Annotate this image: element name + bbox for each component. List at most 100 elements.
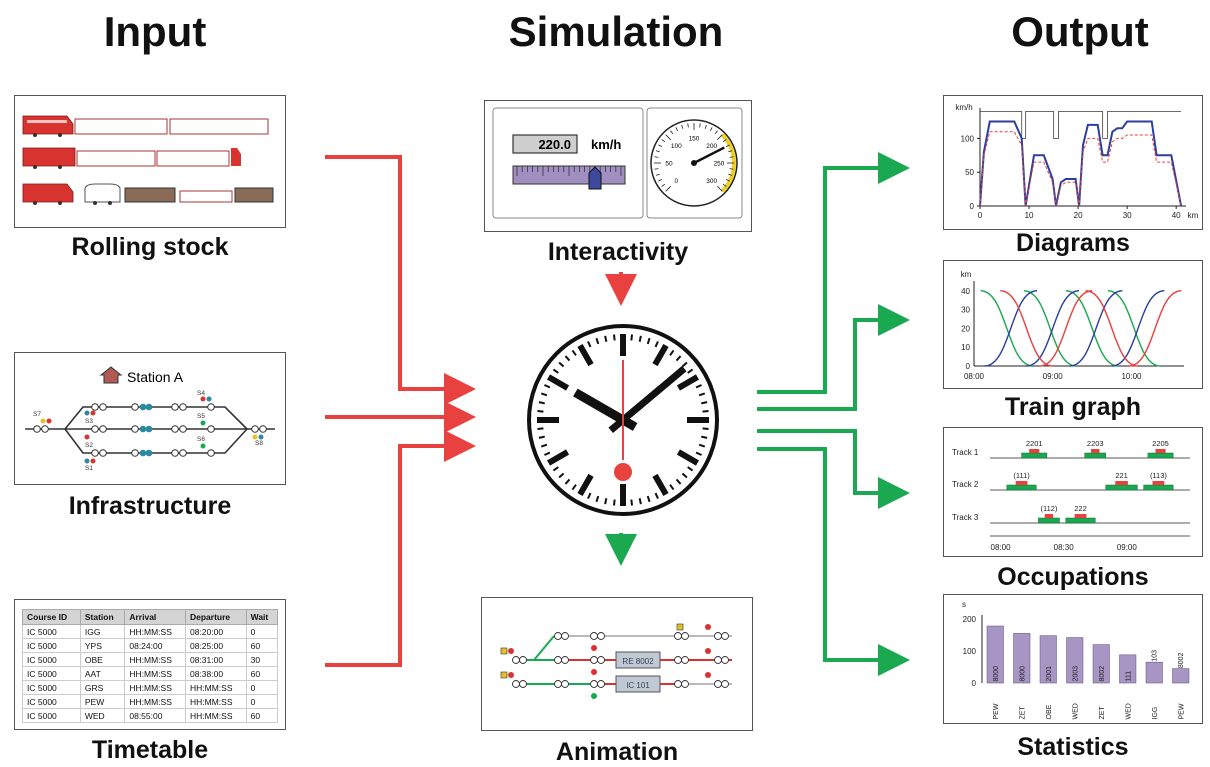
- arrow-diagrams: [757, 152, 910, 394]
- clock-minute-mark: [687, 368, 694, 374]
- occupation-label: 2201: [1026, 439, 1043, 448]
- gauge-tick: [687, 123, 689, 128]
- train-path: [1128, 290, 1182, 367]
- clock-minute-mark: [654, 341, 659, 348]
- station-label: Station A: [127, 369, 184, 385]
- table-cell: IGG: [79, 624, 126, 639]
- clock-minute-mark: [538, 401, 545, 405]
- gauge-tick: [658, 178, 663, 182]
- gauge-tick-label: 50: [665, 161, 673, 168]
- clock-minute-mark: [595, 495, 600, 503]
- y-tick-label: 100: [963, 647, 977, 656]
- train-path: [1111, 290, 1165, 367]
- gauge-tick: [717, 186, 723, 192]
- clock-hour-mark: [652, 344, 669, 367]
- occupation-block: [1143, 484, 1174, 491]
- gauge-tick: [722, 139, 727, 143]
- y-tick-label: 20: [961, 324, 970, 333]
- occupation-block: [1147, 452, 1174, 459]
- table-cell: 0: [245, 680, 279, 695]
- clock-hour-mark: [547, 374, 570, 391]
- x-tick-label: 08:00: [991, 543, 1012, 552]
- x-tick-label: 0: [978, 211, 983, 220]
- clock-minute-mark: [613, 499, 616, 506]
- clock-minute-mark: [537, 427, 544, 430]
- bar: [1145, 661, 1163, 684]
- table-cell: YPS: [79, 638, 126, 653]
- track-label: Track 2: [952, 480, 979, 489]
- clock-minute-mark: [613, 334, 616, 341]
- svg-text:S3: S3: [85, 418, 93, 425]
- rolling-stock-label: Rolling stock: [71, 233, 229, 261]
- table-cell: 08:31:00: [184, 652, 247, 667]
- train-wheels: [33, 133, 112, 205]
- gauge-tick-label: 100: [671, 143, 682, 150]
- clock-minute-mark: [564, 478, 571, 485]
- gauge-tick: [699, 123, 701, 128]
- rolling-stock-panel: [14, 95, 286, 228]
- gauge-tick: [658, 144, 663, 148]
- clock-minute-mark: [604, 335, 608, 342]
- occupation-label: (111): [1013, 471, 1030, 480]
- statistics-chart: s01002008000PEW8000ZET2001OBE2003WED8002…: [962, 600, 1190, 720]
- y-axis-label: km/h: [955, 103, 972, 112]
- clock-minute-mark: [695, 384, 702, 389]
- bar-label: 8000: [1019, 666, 1026, 682]
- x-tick-label: 10:00: [1121, 372, 1142, 381]
- y-tick-label: 0: [966, 362, 971, 371]
- x-tick-label: WED: [1072, 703, 1079, 719]
- gauge-tick: [725, 178, 730, 182]
- clock-minute-mark: [687, 466, 694, 472]
- x-tick-label: PEW: [1178, 703, 1185, 719]
- speed-value: 220.0: [538, 137, 571, 152]
- train-path: [1065, 290, 1119, 367]
- infrastructure-panel: Station A S7 S4 S3 S5 S2 S6 S8 S1: [14, 352, 286, 485]
- gauge-tick-label: 300: [706, 178, 717, 185]
- bar-label: 111: [1125, 671, 1132, 682]
- svg-text:S6: S6: [197, 436, 205, 443]
- table-cell: HH:MM:SS: [124, 680, 186, 695]
- gauge-tick: [728, 173, 733, 176]
- table-cell: 0: [245, 694, 279, 709]
- statistics-label: Statistics: [1017, 733, 1129, 761]
- platform-markers: [139, 403, 153, 457]
- table-cell: IC 5000: [22, 666, 81, 681]
- x-tick-label: PEW: [993, 703, 1000, 719]
- animation-panel: RE 8002 IC 101: [481, 597, 753, 731]
- table-cell: HH:MM:SS: [184, 694, 247, 709]
- clock-minute-mark: [552, 368, 559, 374]
- train-path: [1023, 290, 1077, 367]
- table-cell: IC 5000: [22, 652, 81, 667]
- gauge-tick: [729, 156, 734, 158]
- output-header: Output: [1011, 8, 1149, 55]
- occupation-label: 2203: [1087, 439, 1104, 448]
- bar: [1039, 635, 1057, 684]
- x-tick-label: 08:30: [1054, 543, 1075, 552]
- svg-text:S8: S8: [255, 440, 263, 447]
- clock-minute-mark: [587, 341, 592, 348]
- table-cell: 0: [245, 624, 279, 639]
- y-tick-label: 30: [961, 306, 970, 315]
- table-cell: 60: [245, 666, 279, 681]
- occupation-block: [1038, 517, 1060, 524]
- y-tick-label: 10: [961, 343, 970, 352]
- occupation-block: [1065, 517, 1096, 524]
- speed-slider-handle[interactable]: [588, 166, 602, 190]
- gauge-tick: [722, 183, 727, 187]
- speed-unit: km/h: [591, 137, 621, 152]
- gauge-tick-label: 0: [675, 178, 679, 185]
- y-tick-label: 100: [961, 134, 975, 143]
- train-path: [980, 290, 1034, 367]
- table-cell: PEW: [79, 694, 126, 709]
- table-cell: 08:24:00: [124, 638, 186, 653]
- table-header-cell: Departure: [184, 609, 247, 625]
- clock-minute-mark: [702, 410, 709, 413]
